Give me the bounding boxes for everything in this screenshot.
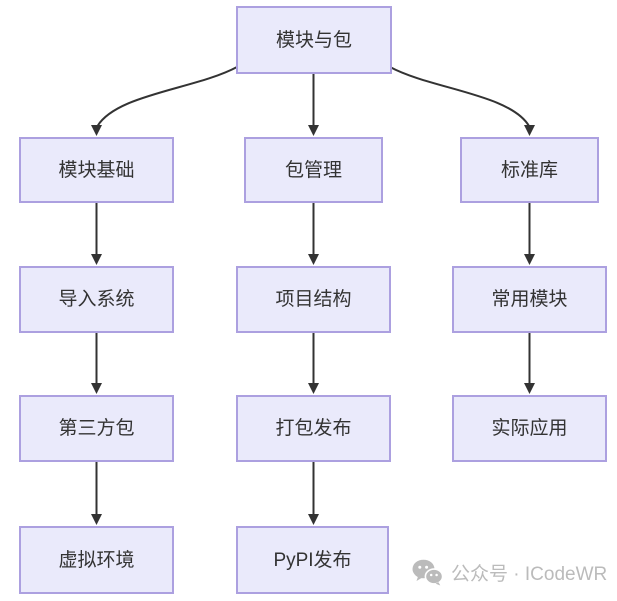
node-third-party-packages: 第三方包	[19, 395, 174, 462]
edge-common-modules-to-practical-applications	[524, 333, 535, 394]
node-import-system: 导入系统	[19, 266, 174, 333]
edge-import-system-to-third-party-packages	[91, 333, 102, 394]
node-practical-applications-label: 实际应用	[491, 418, 568, 439]
edge-root-to-package-management	[308, 74, 319, 136]
edge-package-management-to-project-structure	[308, 203, 319, 265]
node-module-basics-label: 模块基础	[58, 159, 135, 181]
edge-third-party-packages-to-virtual-environment	[91, 462, 102, 525]
node-standard-library-label: 标准库	[500, 159, 558, 181]
node-pypi-release: PyPI发布	[236, 526, 389, 594]
node-practical-applications: 实际应用	[452, 395, 607, 462]
wechat-icon	[412, 559, 443, 586]
watermark: 公众号 · ICodeWR	[412, 559, 607, 586]
node-standard-library: 标准库	[460, 137, 599, 203]
edge-root-to-standard-library	[389, 66, 535, 136]
edge-project-structure-to-packaging-release	[308, 333, 319, 394]
node-virtual-environment: 虚拟环境	[19, 526, 174, 594]
node-project-structure-label: 项目结构	[275, 289, 352, 310]
node-virtual-environment-label: 虚拟环境	[58, 549, 135, 571]
node-packaging-release: 打包发布	[236, 395, 391, 462]
node-third-party-packages-label: 第三方包	[58, 418, 135, 439]
edge-standard-library-to-common-modules	[524, 203, 535, 265]
node-packaging-release-label: 打包发布	[275, 418, 352, 439]
node-pypi-release-label: PyPI发布	[273, 549, 352, 571]
node-common-modules-label: 常用模块	[491, 289, 568, 310]
node-package-management-label: 包管理	[284, 159, 342, 181]
watermark-text: 公众号 · ICodeWR	[451, 564, 608, 585]
node-root-label: 模块与包	[275, 29, 352, 51]
node-package-management: 包管理	[244, 137, 383, 203]
node-import-system-label: 导入系统	[58, 289, 135, 310]
edge-module-basics-to-import-system	[91, 203, 102, 265]
edge-packaging-release-to-pypi-release	[308, 462, 319, 525]
node-module-basics: 模块基础	[19, 137, 174, 203]
edge-root-to-module-basics	[91, 66, 238, 136]
node-project-structure: 项目结构	[236, 266, 391, 333]
node-common-modules: 常用模块	[452, 266, 607, 333]
node-root: 模块与包	[236, 6, 392, 74]
